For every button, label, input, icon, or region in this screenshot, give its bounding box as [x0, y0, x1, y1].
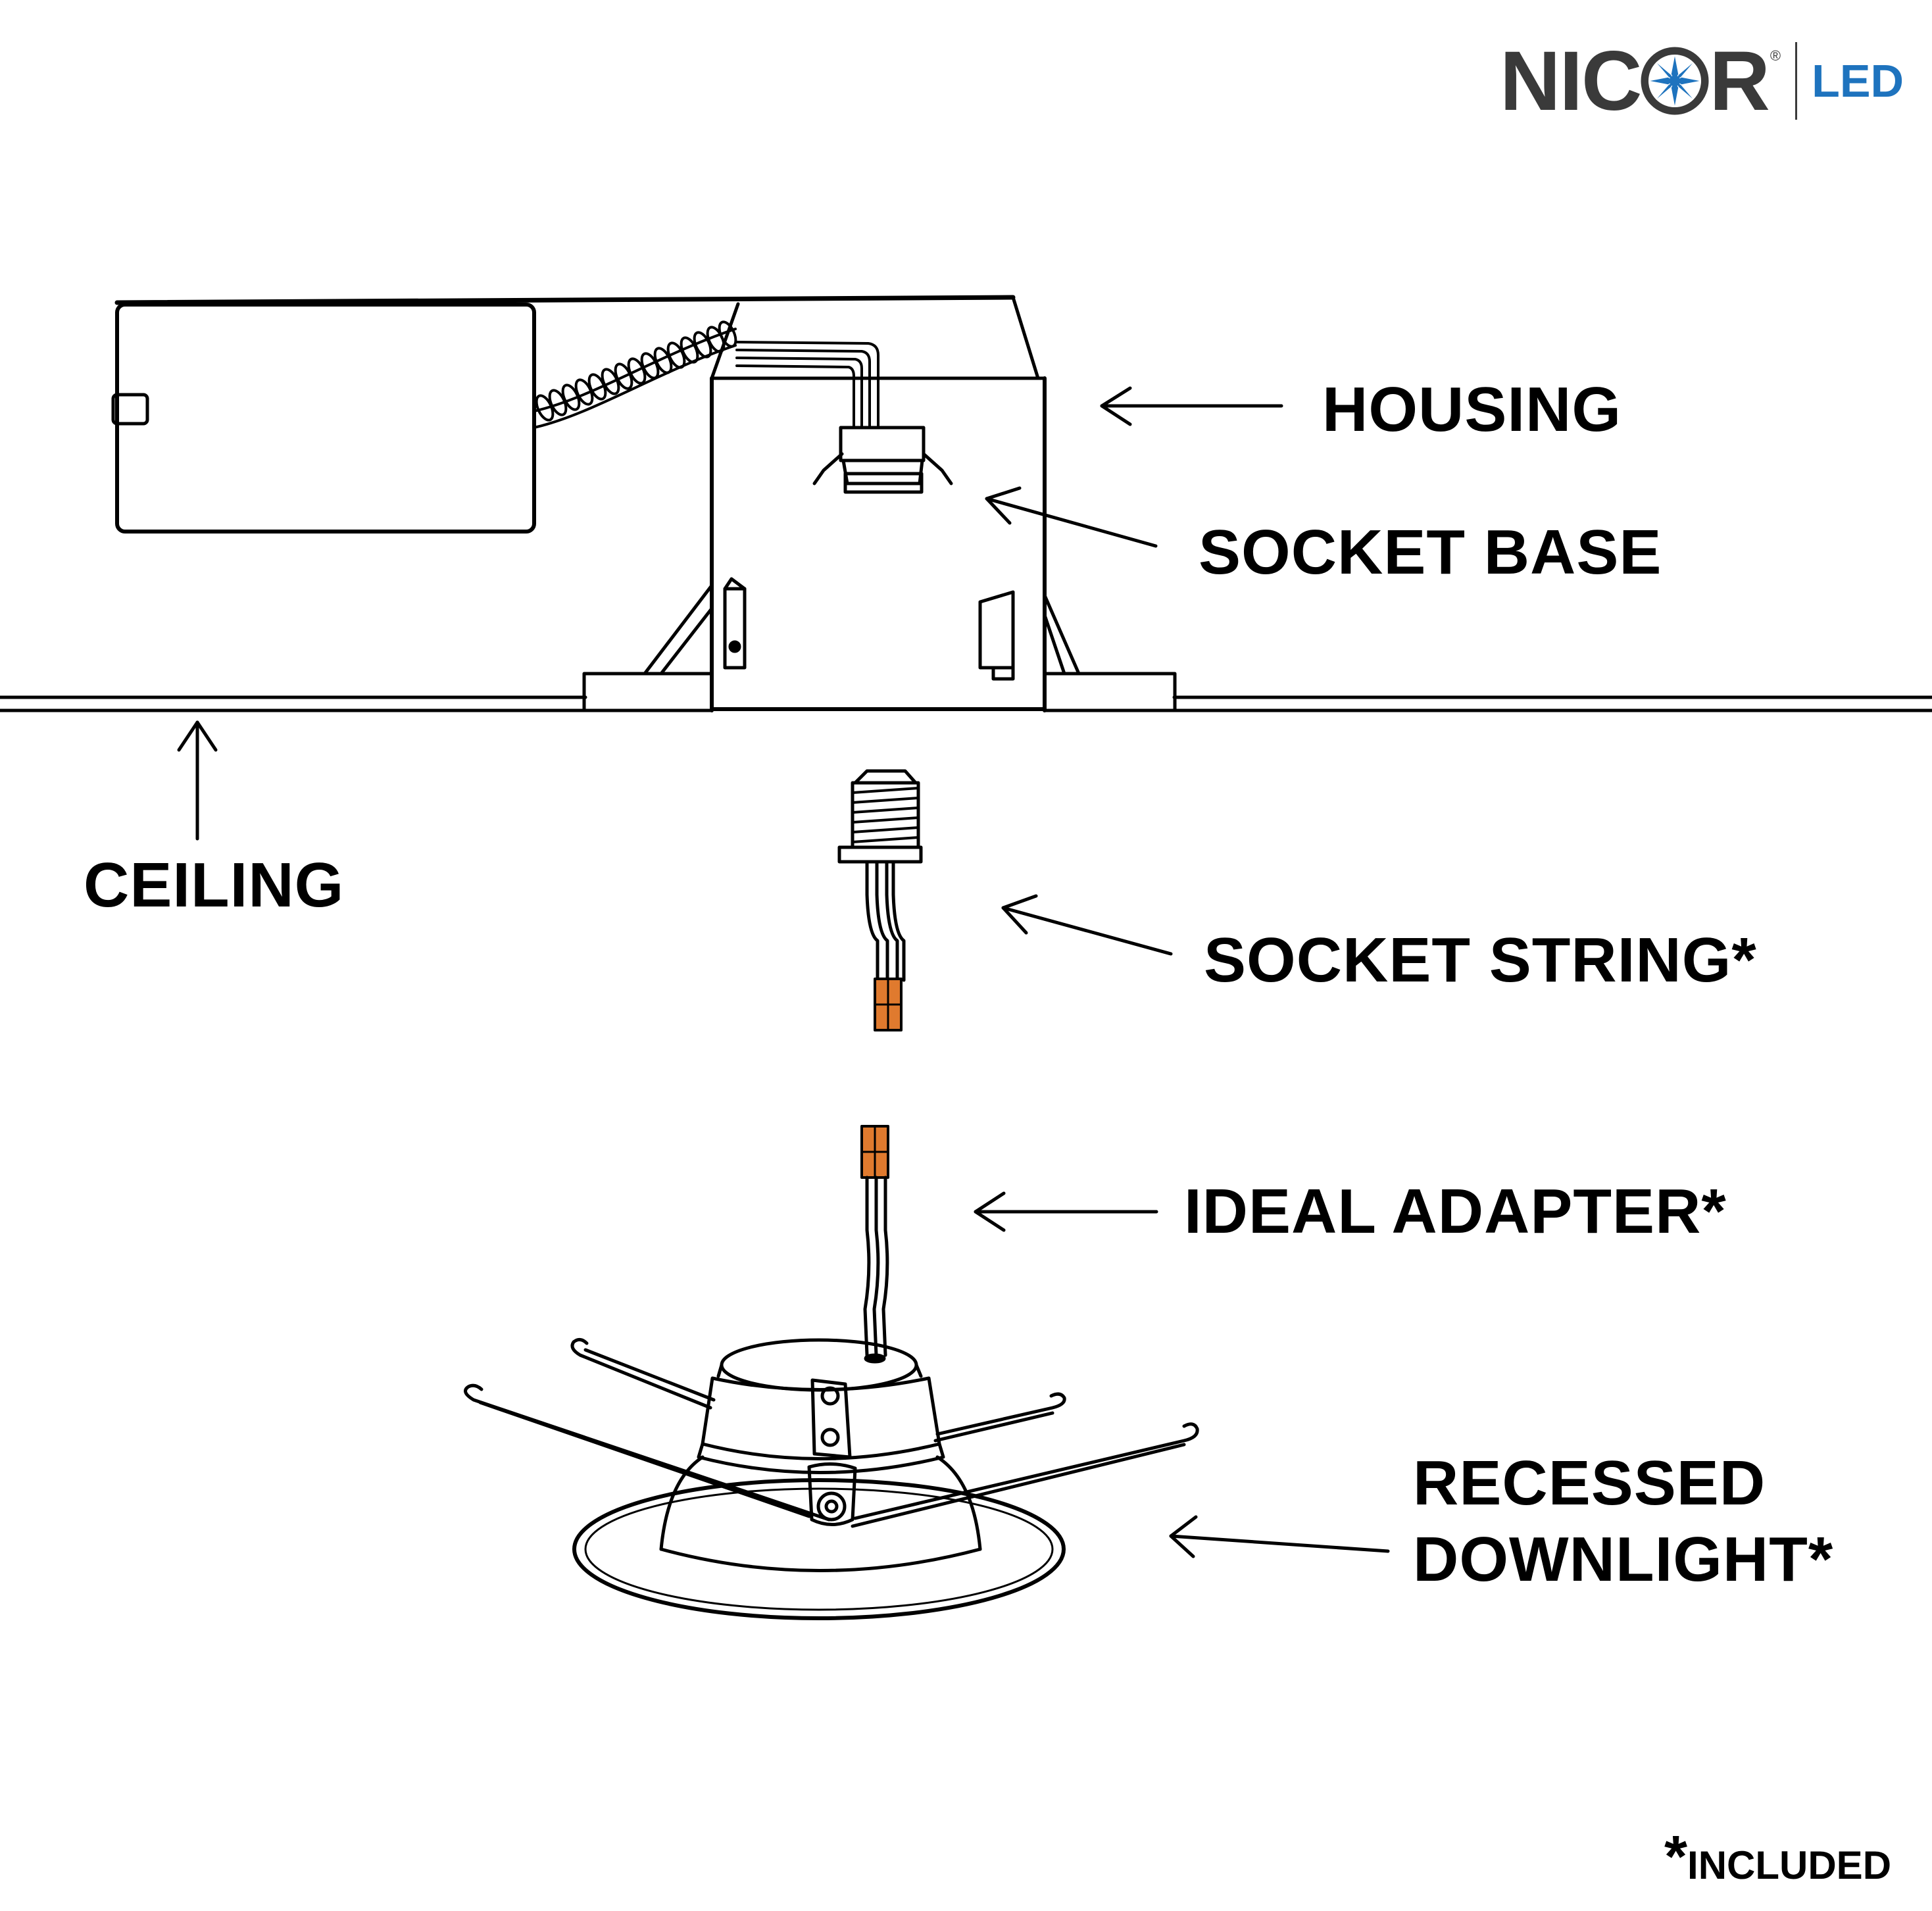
- footnote-included: *INCLUDED: [1664, 1827, 1891, 1887]
- housing-illustration: [111, 295, 1177, 712]
- label-socket-base: SOCKET BASE: [1199, 517, 1662, 587]
- nicor-led-logo: NIC R ® LED: [1500, 34, 1904, 128]
- brand-wordmark: NIC R: [1500, 33, 1770, 130]
- ceiling-line: [0, 695, 1932, 712]
- logo-divider: [1795, 42, 1798, 120]
- footnote-asterisk: *: [1664, 1824, 1688, 1890]
- label-recessed-line1: RECESSED: [1413, 1448, 1766, 1518]
- socket-string-illustration: [837, 769, 923, 1031]
- label-recessed-downlight: RECESSED DOWNLIGHT*: [1413, 1445, 1833, 1598]
- starburst-o-icon: [1641, 47, 1709, 115]
- ideal-adapter-illustration: [860, 1125, 889, 1357]
- brand-text-right: R: [1709, 34, 1770, 128]
- registered-mark: ®: [1770, 47, 1781, 64]
- product-line-text: LED: [1812, 55, 1904, 107]
- footnote-text: INCLUDED: [1687, 1843, 1892, 1887]
- socket-base-illustration: [812, 426, 953, 494]
- ideal-adapter-arrow: [974, 1191, 1158, 1232]
- label-ideal-adapter: IDEAL ADAPTER*: [1184, 1176, 1727, 1247]
- housing-arrow: [1100, 386, 1283, 426]
- socket-base-arrow: [985, 486, 1158, 548]
- label-socket-string: SOCKET STRING*: [1204, 925, 1757, 995]
- ceiling-arrow: [177, 720, 218, 841]
- brand-text-left: NIC: [1500, 34, 1642, 128]
- socket-string-arrow: [1001, 894, 1173, 956]
- label-housing: HOUSING: [1322, 374, 1622, 445]
- recessed-downlight-illustration: [464, 1338, 1199, 1620]
- recessed-downlight-arrow: [1169, 1515, 1390, 1558]
- label-recessed-line2: DOWNLIGHT*: [1413, 1524, 1834, 1595]
- label-ceiling: CEILING: [84, 850, 345, 920]
